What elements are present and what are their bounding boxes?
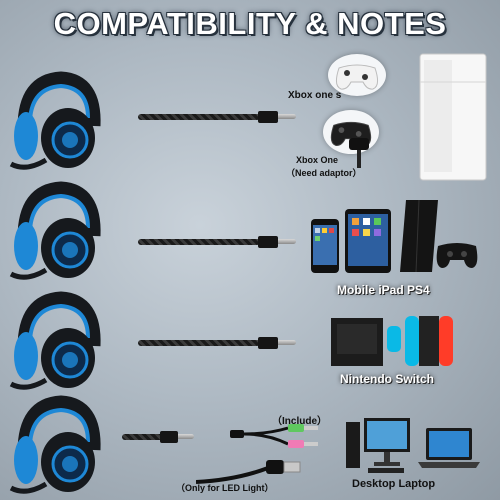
- label-xbox-one: Xbox One: [296, 155, 339, 165]
- label-include: （Include）: [272, 416, 328, 427]
- adaptor-icon: [349, 138, 369, 168]
- label-need-adaptor: （Need adaptor）: [286, 168, 362, 178]
- laptop-icon: [418, 428, 480, 468]
- page-title: COMPATIBILITY & NOTES: [53, 6, 447, 41]
- usb-icon: [196, 460, 301, 484]
- label-nintendo-switch: Nintendo Switch: [340, 372, 434, 386]
- headset-icon: [9, 181, 101, 280]
- label-only-for-led-light: （Only for LED Light）: [176, 483, 274, 493]
- phone-icon: [311, 219, 339, 273]
- label-mobile-ipad-ps4: Mobile iPad PS4: [337, 283, 430, 297]
- controller-icon: [335, 64, 379, 90]
- console-icon: [400, 199, 438, 273]
- headset-icon: [9, 71, 101, 170]
- tablet-icon: [345, 209, 391, 273]
- headset-icon: [9, 291, 101, 390]
- label-desktop-laptop: Desktop Laptop: [352, 478, 436, 490]
- computer-icon: [346, 418, 410, 473]
- switch-icon: [331, 316, 453, 366]
- console-icon: [419, 53, 487, 181]
- label-xbox-one-s: Xbox one s: [288, 90, 342, 101]
- controller-icon: [436, 243, 478, 268]
- headset-icon: [9, 395, 101, 494]
- splitter-icon: [230, 424, 318, 448]
